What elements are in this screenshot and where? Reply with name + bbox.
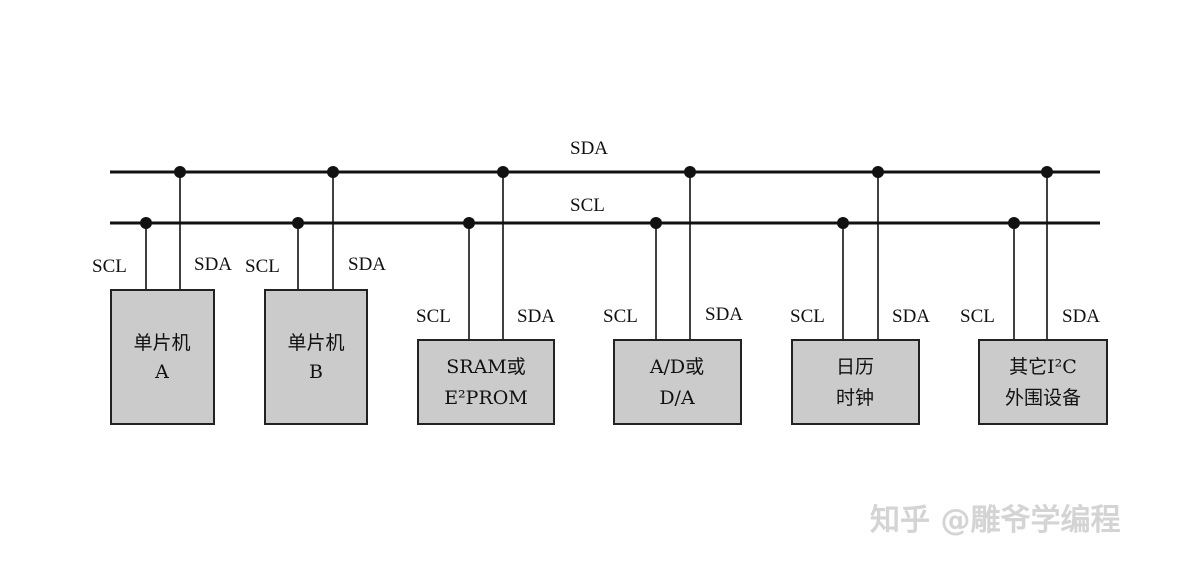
sda-pin-label: SDA (194, 254, 232, 275)
scl-junction (837, 217, 849, 229)
scl-junction (650, 217, 662, 229)
scl-junction (140, 217, 152, 229)
device-label-line1: 单片机 (133, 332, 190, 354)
device-label-line2: B (309, 361, 323, 383)
sda-junction (327, 166, 339, 178)
scl-junction (463, 217, 475, 229)
sda-junction (1041, 166, 1053, 178)
device-box (613, 339, 742, 425)
device-mcu-b: SCL SDA 单片机 B (245, 166, 386, 425)
device-label-line1: 单片机 (287, 332, 344, 354)
scl-pin-label: SCL (603, 306, 638, 327)
device-rtc: SCL SDA 日历 时钟 (790, 166, 930, 425)
scl-pin-label: SCL (245, 256, 280, 277)
sda-junction (497, 166, 509, 178)
scl-pin-label: SCL (960, 306, 995, 327)
device-label-line1: 其它I²C (1009, 356, 1077, 378)
sda-pin-label: SDA (892, 306, 930, 327)
watermark: 知乎 @雕爷学编程 (870, 503, 1120, 538)
scl-pin-label: SCL (92, 256, 127, 277)
device-mcu-a: SCL SDA 单片机 A (92, 166, 232, 425)
device-label-line2: E²PROM (444, 387, 528, 409)
sda-pin-label: SDA (348, 254, 386, 275)
sda-pin-label: SDA (517, 306, 555, 327)
sda-junction (684, 166, 696, 178)
sda-junction (872, 166, 884, 178)
scl-junction (292, 217, 304, 229)
device-label-line1: 日历 (836, 356, 874, 378)
device-box (791, 339, 920, 425)
device-sram-eeprom: SCL SDA SRAM或 E²PROM (416, 166, 555, 425)
scl-pin-label: SCL (416, 306, 451, 327)
device-label-line2: D/A (659, 387, 695, 409)
device-label-line2: 外围设备 (1005, 387, 1081, 409)
sda-bus-label: SDA (570, 138, 608, 159)
sda-junction (174, 166, 186, 178)
device-other-i2c: SCL SDA 其它I²C 外围设备 (960, 166, 1108, 425)
device-box (110, 289, 215, 425)
device-label-line1: SRAM或 (446, 356, 526, 378)
sda-pin-label: SDA (1062, 306, 1100, 327)
scl-pin-label: SCL (790, 306, 825, 327)
device-box (978, 339, 1108, 425)
device-box (417, 339, 555, 425)
device-label-line1: A/D或 (649, 356, 704, 378)
sda-pin-label: SDA (705, 304, 743, 325)
scl-junction (1008, 217, 1020, 229)
device-label-line2: A (154, 361, 169, 383)
scl-bus-label: SCL (570, 195, 605, 216)
device-box (264, 289, 368, 425)
device-label-line2: 时钟 (836, 387, 874, 409)
device-adc-dac: SCL SDA A/D或 D/A (603, 166, 743, 425)
